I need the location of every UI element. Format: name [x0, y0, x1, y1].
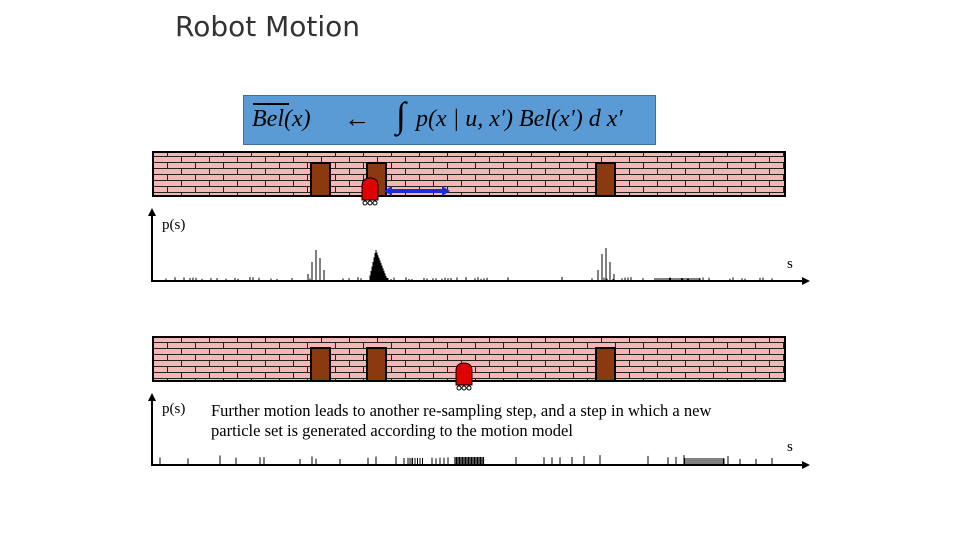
- door-2-bottom: [366, 347, 387, 382]
- formula-arrow: ←: [344, 104, 370, 133]
- plot-bottom-axes: [148, 393, 810, 469]
- formula-lhs: Bel(x): [252, 106, 311, 132]
- door-3-top: [595, 162, 616, 197]
- plot-top-x-label: s: [787, 256, 793, 272]
- plot-bottom-y-label: p(s): [162, 401, 186, 417]
- robot-bottom: [455, 362, 473, 391]
- wall-top: [152, 151, 786, 197]
- particles-bottom: [159, 455, 773, 464]
- particles-top: [165, 248, 773, 280]
- plot-top-y-label: p(s): [162, 217, 186, 233]
- plot-bottom-x-label: s: [787, 439, 793, 455]
- robot-top: [361, 177, 379, 206]
- motion-update-formula: Bel(x) ← ∫ p(x | u, x') Bel(x') d x': [243, 95, 656, 145]
- formula-integral: ∫: [396, 95, 406, 135]
- door-1-bottom: [310, 347, 331, 382]
- motion-arrow: [384, 186, 450, 196]
- formula-rhs: p(x | u, x') Bel(x') d x': [416, 106, 623, 132]
- plot-top-axes: [148, 208, 810, 285]
- slide-title: Robot Motion: [175, 10, 361, 43]
- door-3-bottom: [595, 347, 616, 382]
- formula-overline: [253, 103, 289, 105]
- caption-text: Further motion leads to another re-sampl…: [211, 401, 712, 440]
- door-1-top: [310, 162, 331, 197]
